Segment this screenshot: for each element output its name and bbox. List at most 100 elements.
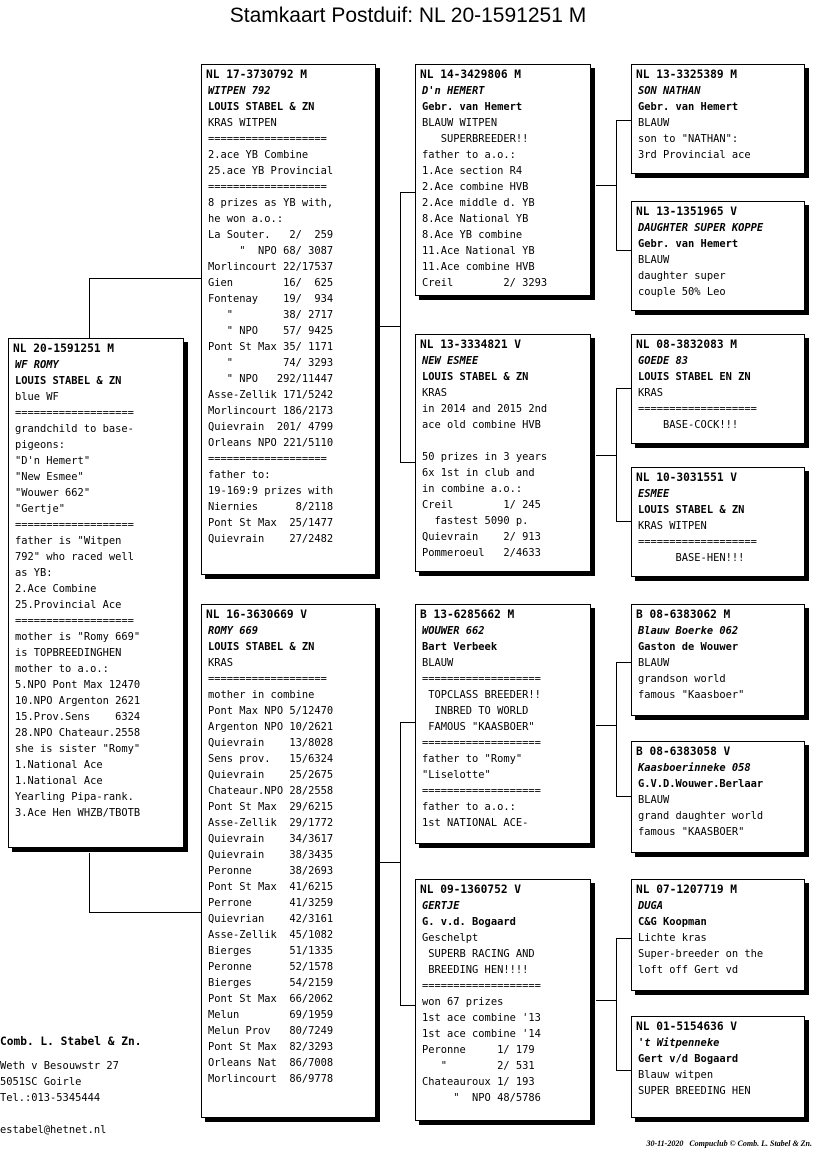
card-line: Yearling Pipa-rank. [15, 791, 134, 803]
breeder-name: G.V.D.Wouwer.Berlaar [638, 778, 764, 790]
card-line: TOPCLASS BREEDER!! [422, 689, 541, 701]
card-line: 8.Ace National YB [422, 213, 529, 225]
card-line: "Wouwer 662" [15, 487, 91, 499]
pigeon-name: SON NATHAN [638, 85, 701, 97]
card-line: 2.Ace Combine [15, 583, 97, 595]
card-line: mother is "Romy 669" [15, 631, 141, 643]
card-line: father to "Romy" [422, 753, 523, 765]
card-line: SUPERB RACING AND [422, 948, 535, 960]
card-line: Bierges 51/1335 [208, 945, 334, 957]
card-line: BLAUW [638, 657, 670, 669]
card-line: =================== [422, 673, 541, 685]
card-line: Quievrain 34/3617 [208, 833, 334, 845]
card-line: Creil 1/ 245 [422, 499, 541, 511]
club-name: Comb. L. Stabel & Zn. [0, 1035, 142, 1048]
card-line: Niernies 8/2118 [208, 501, 334, 513]
pigeon-name: ROMY 669 [208, 625, 259, 637]
connector-line [400, 462, 416, 463]
card-line: 10.NPO Argenton 2621 [15, 695, 141, 707]
breeder-name: LOUIS STABEL & ZN [422, 371, 529, 383]
ring-number: B 08-6383062 M [636, 608, 731, 621]
card-line: 25.ace YB Provincial [208, 165, 334, 177]
connector-line [616, 938, 632, 939]
card-line: 6x 1st in club and [422, 467, 535, 479]
card-line: 28.NPO Chateaur.2558 [15, 727, 141, 739]
card-line: Quievrain 38/3435 [208, 849, 334, 861]
card-line: "New Esmee" [15, 471, 84, 483]
ring-number: B 08-6383058 V [636, 745, 731, 758]
card-line: Peronne 52/1578 [208, 961, 334, 973]
card-line: Morlincourt 186/2173 [208, 405, 334, 417]
card-line: he won a.o.: [208, 213, 284, 225]
card-line: Pont St Max 41/6215 [208, 881, 334, 893]
connector-line [616, 388, 617, 521]
connector-line [400, 1005, 416, 1006]
card-line: 792" who raced well [15, 551, 134, 563]
card-line: grand daughter world [638, 810, 764, 822]
card-line: as YB: [15, 567, 53, 579]
connector-line [89, 278, 204, 279]
card-line: 1.National Ace [15, 775, 103, 787]
ring-number: NL 14-3429806 M [420, 68, 522, 81]
card-line: =================== [15, 615, 134, 627]
card-line: 1.National Ace [15, 759, 103, 771]
connector-line [596, 455, 616, 456]
card-line: =================== [15, 407, 134, 419]
breeder-name: C&G Koopman [638, 916, 707, 928]
card-line: famous "KAASBOER" [638, 826, 745, 838]
card-line: " NPO 48/5786 [422, 1092, 541, 1104]
pigeon-name: NEW ESMEE [422, 355, 479, 367]
card-line: =================== [208, 181, 327, 193]
card-line: in combine a.o.: [422, 483, 523, 495]
club-postal: 5051SC Goirle [0, 1076, 82, 1088]
connector-line [89, 278, 90, 340]
pigeon-name: DUGA [638, 900, 664, 912]
connector-line [380, 862, 400, 863]
card-line: 1st ace combine '14 [422, 1028, 541, 1040]
ring-number: NL 16-3630669 V [206, 608, 308, 621]
connector-line [616, 796, 632, 797]
card-line: couple 50% Leo [638, 286, 726, 298]
card-line: =================== [15, 519, 134, 531]
connector-line [400, 192, 401, 462]
connector-line [400, 722, 401, 1005]
card-line: 15.Prov.Sens 6324 [15, 711, 141, 723]
page-title: Stamkaart Postduif: NL 20-1591251 M [229, 4, 587, 27]
card-line: she is sister "Romy" [15, 743, 141, 755]
card-line: SUPERBREEDER!! [422, 133, 529, 145]
pigeon-name: ESMEE [638, 488, 670, 500]
card-line: mother to a.o.: [15, 663, 109, 675]
card-line: Morlincourt 22/17537 [208, 261, 334, 273]
card-line: BLAUW [422, 657, 454, 669]
ring-number: NL 10-3031551 V [636, 471, 738, 484]
card-line: famous "Kaasboer" [638, 689, 745, 701]
card-line: Pont St Max 66/2062 [208, 993, 334, 1005]
connector-line [596, 725, 616, 726]
ring-number: NL 01-5154636 V [636, 1020, 738, 1033]
pigeon-name: 't Witpenneke [638, 1037, 720, 1049]
card-line: " NPO 292/11447 [208, 373, 334, 385]
footer-credit: 30-11-2020 Compuclub © Comb. L. Stabel &… [646, 1139, 812, 1148]
breeder-name: Gert v/d Bogaard [638, 1053, 739, 1065]
connector-line [596, 1000, 616, 1001]
connector-line [616, 250, 632, 251]
card-line: 11.Ace combine HVB [422, 261, 535, 273]
card-line: 5.NPO Pont Max 12470 [15, 679, 141, 691]
card-line: "D'n Hemert" [15, 455, 91, 467]
card-line: KRAS WITPEN [638, 520, 707, 532]
card-line: Geschelpt [422, 932, 479, 944]
card-line: Morlincourt 86/9778 [208, 1073, 334, 1085]
card-line: 11.Ace National YB [422, 245, 535, 257]
card-line: Pont St Max 82/3293 [208, 1041, 334, 1053]
card-line: FAMOUS "KAASBOER" [422, 721, 535, 733]
card-line: KRAS [422, 387, 448, 399]
ring-number: B 13-6285662 M [420, 608, 515, 621]
connector-line [89, 912, 204, 913]
card-line: Quievrain 25/2675 [208, 769, 334, 781]
card-line: " 2/ 531 [422, 1060, 535, 1072]
connector-line [596, 185, 616, 186]
